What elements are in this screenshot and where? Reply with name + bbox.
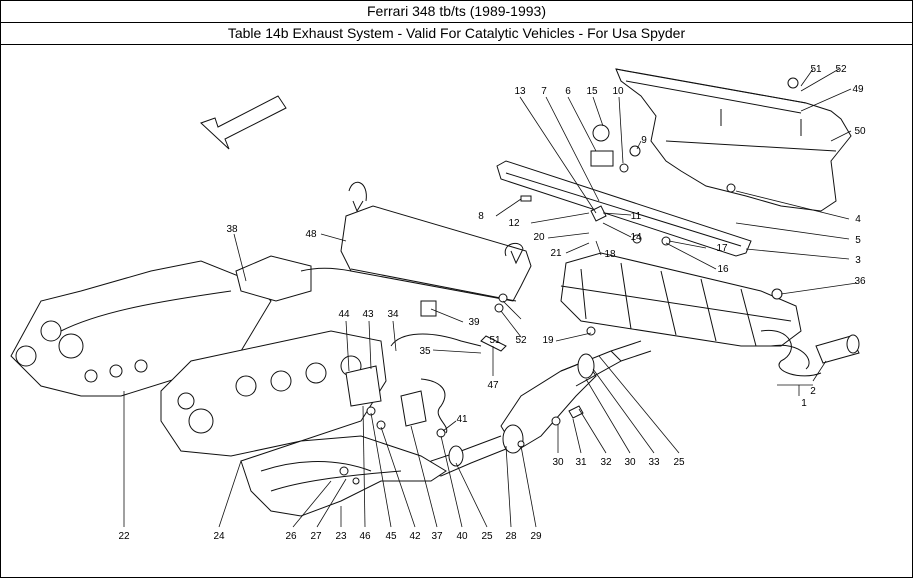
part-label: 37 (431, 531, 443, 542)
part-label: 31 (575, 457, 587, 468)
part-label: 30 (624, 457, 636, 468)
upper-heat-shield (615, 68, 852, 212)
cylinder-block-right (160, 330, 387, 457)
part-label: 34 (387, 309, 399, 320)
part-label: 38 (226, 224, 238, 235)
part-label: 42 (409, 531, 421, 542)
part-label: 27 (310, 531, 322, 542)
heat-shield-bar (496, 160, 752, 257)
part-label: 24 (213, 531, 225, 542)
part-label: 22 (118, 531, 130, 542)
part-label: 9 (641, 135, 647, 146)
part-label: 21 (550, 248, 562, 259)
part-label: 50 (854, 126, 866, 137)
part-label: 13 (514, 86, 526, 97)
part-label: 10 (612, 86, 624, 97)
part-label: 14 (630, 232, 642, 243)
part-label: 25 (481, 531, 493, 542)
part-label: 12 (508, 218, 520, 229)
part-label: 16 (717, 264, 729, 275)
part-label: 47 (487, 380, 499, 391)
table-title: Table 14b Exhaust System - Valid For Cat… (1, 23, 912, 45)
exhaust-diagram: 1 2 4 3 5 6 7 8 9 10 11 12 13 14 15 16 1… (1, 45, 912, 577)
part-label: 43 (362, 309, 374, 320)
part-label: 26 (285, 531, 297, 542)
part-label: 8 (478, 211, 484, 222)
oxygen-sensors (300, 267, 507, 434)
part-label: 40 (456, 531, 468, 542)
part-label: 32 (600, 457, 612, 468)
muffler (560, 252, 860, 377)
part-label: 52 (515, 335, 527, 346)
part-label: 18 (604, 249, 616, 260)
part-label: 3 (855, 255, 861, 266)
part-label: 44 (338, 309, 350, 320)
exhaust-manifold (240, 435, 447, 517)
part-labels: 1 2 4 3 5 6 7 8 9 10 11 12 13 14 15 16 1… (118, 64, 866, 542)
part-label: 51 (810, 64, 822, 75)
part-label: 4 (855, 214, 861, 225)
part-label: 49 (852, 84, 864, 95)
part-label: 29 (530, 531, 542, 542)
part-label: 39 (468, 317, 480, 328)
part-label: 33 (648, 457, 660, 468)
part-label: 52 (835, 64, 847, 75)
part-label: 15 (586, 86, 598, 97)
leader-lines (123, 68, 858, 528)
rear-heat-shield (340, 181, 532, 302)
part-label: 30 (552, 457, 564, 468)
direction-arrow-icon (200, 95, 287, 150)
part-label: 17 (716, 243, 728, 254)
part-label: 45 (385, 531, 397, 542)
part-label: 6 (565, 86, 571, 97)
part-label: 11 (631, 211, 642, 222)
part-label: 2 (810, 386, 816, 397)
part-label: 41 (456, 414, 468, 425)
part-label: 25 (673, 457, 685, 468)
part-label: 36 (854, 276, 866, 287)
part-label: 48 (305, 229, 317, 240)
part-label: 20 (533, 232, 545, 243)
part-label: 19 (542, 335, 554, 346)
part-label: 7 (541, 86, 547, 97)
catalytic-converter (420, 340, 652, 477)
part-label: 1 (801, 398, 807, 409)
part-label: 35 (419, 346, 431, 357)
part-label: 28 (505, 531, 517, 542)
model-title: Ferrari 348 tb/ts (1989-1993) (1, 1, 912, 23)
part-label: 51 (489, 335, 501, 346)
part-label: 5 (855, 235, 861, 246)
hardware-parts (339, 77, 799, 485)
part-label: 46 (359, 531, 371, 542)
part-label: 23 (335, 531, 347, 542)
